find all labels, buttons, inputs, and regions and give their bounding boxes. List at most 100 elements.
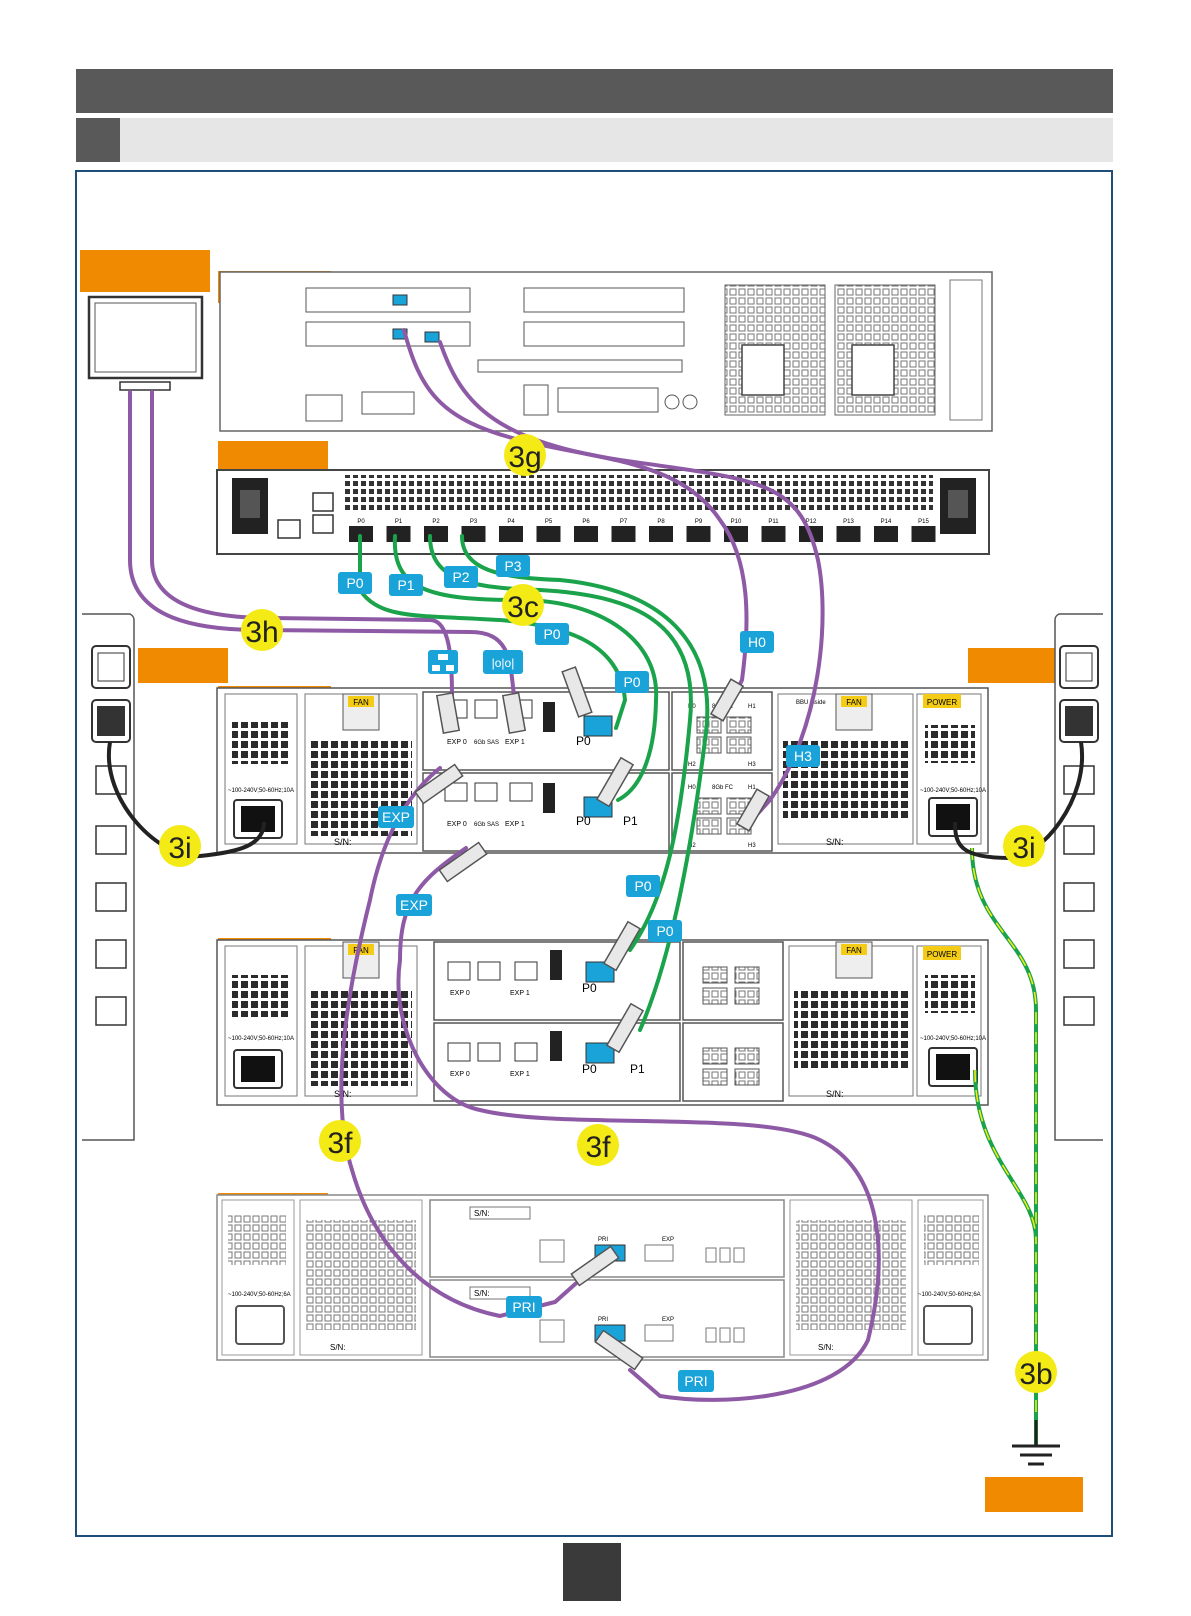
sn-label-1: S/N: [334,837,352,847]
callout-3b: 3b [1015,1351,1057,1393]
callouts: 3g 3h 3c 3i 3i 3f 3f 3b [159,434,1057,1393]
switch-port-label: P2 [432,519,440,525]
storage-array-1: FAN EXP 0 EXP 1 6Gb SAS EXP 0 EXP 1 6Gb … [216,687,989,854]
svg-text:3i: 3i [168,832,191,865]
exp1-label: EXP 1 [505,739,525,746]
switch-port[interactable] [386,526,411,542]
switch-port-label: P13 [843,519,854,525]
svg-text:3g: 3g [508,441,541,474]
left-pdu-label [138,648,228,683]
svg-text:EXP: EXP [382,809,410,825]
switch-port[interactable] [574,526,598,542]
switch-port-label: P14 [881,519,892,525]
ground-symbol-icon [1012,1420,1060,1466]
tag-p0-c2: P0 [615,671,649,693]
tag-h3: H3 [786,745,820,767]
p0-port-label: P0 [576,734,591,748]
page-number-box [563,1543,621,1601]
subtitle-bar [76,118,1113,162]
tag-p2-switch: P2 [444,566,478,588]
p1-port-label-2: P1 [630,1062,645,1076]
svg-text:PRI: PRI [684,1373,707,1389]
tag-p0-c3: P0 [626,875,660,897]
fc-label-2: 8Gb FC [712,785,734,791]
switch-port[interactable] [649,526,673,542]
tag-p0-switch: P0 [338,572,372,594]
connector-heads [414,666,771,1371]
fan-label: FAN [353,698,369,707]
svg-text:P0: P0 [346,575,363,591]
psu-rating-4: ~100-240V;50-60Hz;10A [920,1036,986,1042]
switch-port[interactable] [761,526,786,542]
switch-port-label: P1 [395,519,403,525]
tag-p0-c1: P0 [535,623,569,645]
switch-port-label: P11 [768,519,779,525]
svg-text:3h: 3h [245,616,278,649]
svg-text:P1: P1 [397,577,414,593]
switch-port-label: P12 [806,519,817,525]
svg-text:3i: 3i [1012,832,1035,865]
tag-exp-1: EXP [378,806,414,828]
storage-array-2: FAN P0 P0 P1 EXP 0 EXP 1 EXP 0 EXP 1 F [216,939,989,1106]
switch-port-label: P6 [582,519,590,525]
fan-label-2: FAN [846,698,862,707]
svg-text:P0: P0 [656,923,673,939]
switch-port[interactable] [461,526,486,542]
switch-port[interactable] [686,526,711,542]
psu-rating-6: ~100-240V;50-60Hz;6A [918,1292,981,1298]
sn-label-6: S/N: [474,1289,490,1298]
svg-text:PRI: PRI [512,1299,535,1315]
switch-port-label: P9 [695,519,703,525]
fan-label-4: FAN [846,946,862,955]
switch-port-label: P7 [620,519,628,525]
switch-port-label: P3 [470,519,478,525]
switch-port-label: P8 [657,519,665,525]
switch-port-label: P5 [545,519,553,525]
tag-p1-switch: P1 [389,574,423,596]
p0-port-label-2: P0 [576,814,591,828]
exp0-label-4: EXP 0 [450,1071,470,1078]
fan-label-3: FAN [353,946,369,955]
svg-text:P0: P0 [543,626,560,642]
sn-label-4: S/N: [826,1089,844,1099]
switch-port[interactable] [911,526,936,542]
switch-port[interactable] [536,526,561,542]
exp1-label-4: EXP 1 [510,1071,530,1078]
callout-3f-right: 3f [577,1124,619,1166]
tag-p3-switch: P3 [496,555,530,577]
monitor-label [80,250,210,292]
monitor [87,295,204,391]
jbod-enclosure: S/N: S/N: PRI EXP PRI EXP ~100-240V;50-6… [216,1194,989,1361]
exp0-label-3: EXP 0 [450,990,470,997]
svg-text:3c: 3c [507,591,539,624]
switch-port[interactable] [836,526,861,542]
psu-rating-2: ~100-240V;50-60Hz;10A [920,788,986,794]
h3-label: H3 [748,762,756,768]
callout-3i-right: 3i [1003,825,1045,867]
power-label: POWER [927,698,957,707]
switch-port[interactable] [874,526,898,542]
sn-label-8: S/N: [818,1343,834,1352]
switch-port[interactable] [349,526,373,542]
svg-text:3b: 3b [1019,1358,1052,1391]
switch-port-label: P0 [357,519,365,525]
svg-text:EXP: EXP [400,897,428,913]
tag-pri-2: PRI [678,1370,714,1392]
svg-text:H0: H0 [748,634,766,650]
network-icon [428,650,458,674]
ground-cable [970,847,1038,1445]
port-tags: P0 P1 P2 P3 P0 P0 P0 P0 H0 H3 EXP EXP PR… [338,555,820,1392]
h2-label-2: H2 [688,843,696,849]
h3-label-2: H3 [748,843,756,849]
switch-port[interactable] [499,526,523,542]
pri-port-text-1: PRI [598,1237,608,1243]
svg-text:P0: P0 [623,674,640,690]
server-chassis [219,271,993,432]
switch-port[interactable] [611,526,636,542]
diagram-frame [75,170,1113,1537]
serial-port-icon: |o|o| [483,650,523,674]
p0-port-label-3: P0 [582,981,597,995]
switch-port[interactable] [424,526,448,542]
